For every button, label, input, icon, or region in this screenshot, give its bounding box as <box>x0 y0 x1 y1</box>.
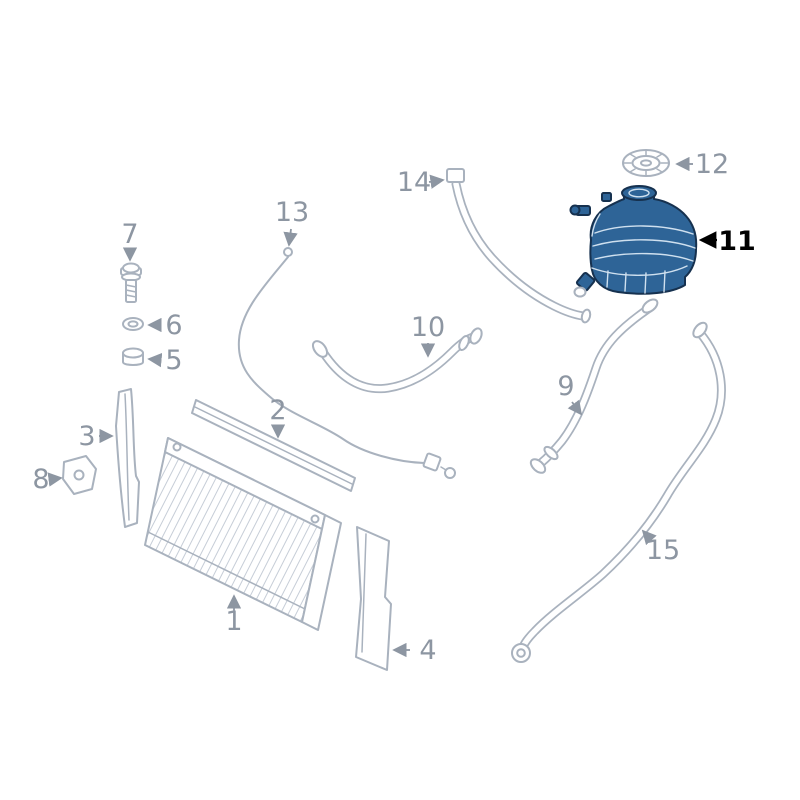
part-expansion-tank <box>569 185 698 298</box>
part-nut <box>122 317 144 331</box>
part-radiator-trim <box>191 399 356 492</box>
callout-9: 9 <box>557 371 583 416</box>
part-bracket-right <box>355 526 392 671</box>
callout-11-label: 11 <box>718 226 756 257</box>
part-bracket-left <box>115 388 140 528</box>
callout-5-label: 5 <box>165 345 182 376</box>
callout-14-label: 14 <box>397 167 431 198</box>
callout-7-label: 7 <box>121 219 138 250</box>
callout-10: 10 <box>411 312 445 358</box>
part-screw <box>120 262 142 303</box>
callout-1-label: 1 <box>225 606 242 637</box>
callout-1: 1 <box>225 594 243 637</box>
callout-8: 8 <box>32 464 63 495</box>
callout-15: 15 <box>641 529 680 566</box>
callout-3-label: 3 <box>78 421 95 452</box>
part-tank-cap <box>622 149 670 177</box>
part-vent-pipe <box>446 168 592 324</box>
callout-5: 5 <box>147 345 183 376</box>
callout-6: 6 <box>147 310 183 341</box>
part-radiator <box>144 437 342 631</box>
callout-13-label: 13 <box>275 197 309 228</box>
callout-8-label: 8 <box>32 464 49 495</box>
callout-11: 11 <box>698 226 756 257</box>
callout-3: 3 <box>78 421 114 452</box>
part-grommet <box>122 347 144 366</box>
callout-2: 2 <box>269 395 287 439</box>
callout-10-label: 10 <box>411 312 445 343</box>
part-hose-lower <box>511 321 726 663</box>
callout-6-label: 6 <box>165 310 182 341</box>
callout-9-label: 9 <box>557 371 574 402</box>
callouts: 1 2 3 4 5 6 7 8 <box>32 149 755 666</box>
part-bracket-small <box>62 455 97 495</box>
callout-4: 4 <box>392 635 437 666</box>
part-hose-center <box>311 327 483 394</box>
callout-15-label: 15 <box>646 535 680 566</box>
callout-13: 13 <box>275 197 309 247</box>
callout-14: 14 <box>397 167 445 198</box>
callout-12-label: 12 <box>695 149 729 180</box>
part-hose-upper <box>529 298 659 474</box>
callout-2-label: 2 <box>269 395 286 426</box>
callout-4-label: 4 <box>419 635 436 666</box>
part-sensor-wire <box>237 247 456 479</box>
callout-12: 12 <box>675 149 729 180</box>
callout-7: 7 <box>121 219 139 262</box>
